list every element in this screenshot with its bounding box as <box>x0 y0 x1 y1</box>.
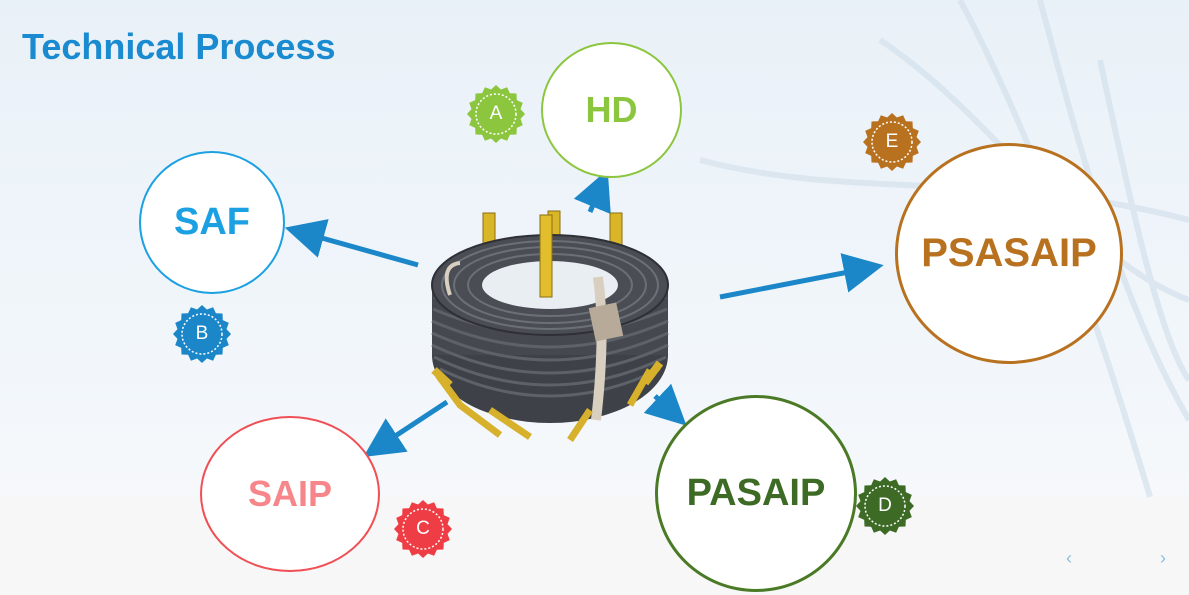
badge-b: B <box>172 304 232 364</box>
badge-b-letter: B <box>195 323 209 344</box>
badge-c-seal-icon <box>394 500 452 558</box>
badge-b-seal-icon <box>173 305 231 363</box>
arrow-to-hd <box>573 169 611 215</box>
badge-e-seal-icon <box>863 113 921 171</box>
badge-c: C <box>393 499 453 559</box>
process-saip-circle: SAIP <box>200 416 380 572</box>
wire-coil-image <box>431 210 669 442</box>
next-slide-button[interactable]: › <box>1160 548 1166 568</box>
badge-d-seal-icon <box>856 477 914 535</box>
process-psasaip-label: PSASAIP <box>921 231 1097 275</box>
badge-d-letter: D <box>878 495 892 516</box>
page-title: Technical Process <box>22 26 336 67</box>
process-saf-label: SAF <box>174 201 250 243</box>
process-hd-circle: HD <box>541 42 682 178</box>
process-pasaip-circle: PASAIP <box>655 395 857 592</box>
prev-slide-button[interactable]: ‹ <box>1066 548 1072 568</box>
badge-a: A <box>466 84 526 144</box>
arrow-to-saf <box>284 219 419 268</box>
badge-c-letter: C <box>416 518 430 539</box>
process-psasaip-circle: PSASAIP <box>895 143 1123 364</box>
badge-e-letter: E <box>885 131 899 152</box>
process-hd-label: HD <box>585 89 638 130</box>
badge-e: E <box>862 112 922 172</box>
process-pasaip-label: PASAIP <box>686 472 826 514</box>
process-saf-circle: SAF <box>139 151 285 294</box>
badge-d: D <box>855 476 915 536</box>
badge-a-letter: A <box>489 103 503 124</box>
badge-a-seal-icon <box>467 85 525 143</box>
arrow-to-psasaip <box>719 253 884 300</box>
process-saip-label: SAIP <box>247 473 333 514</box>
bottom-band <box>0 497 1189 595</box>
arrow-to-pasaip <box>643 383 687 426</box>
arrow-to-saip <box>363 399 449 457</box>
